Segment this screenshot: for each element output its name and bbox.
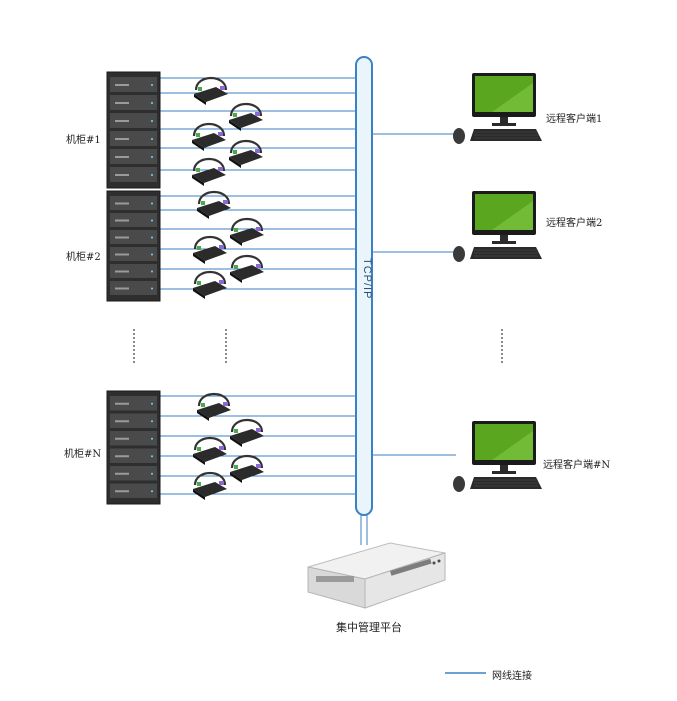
kvm-switch-icon — [192, 122, 226, 151]
platform-label: 集中管理平台 — [336, 621, 402, 634]
ellipsis-dot — [133, 349, 135, 351]
kvm-group — [192, 76, 264, 500]
ellipsis-dot — [501, 337, 503, 339]
kvm-switch-icon — [197, 392, 231, 421]
ellipsis-dot — [225, 361, 227, 363]
ellipsis-dot — [501, 349, 503, 351]
kvm-switch-icon — [193, 471, 227, 500]
ellipsis-dot — [225, 337, 227, 339]
ellipsis-dot — [133, 345, 135, 347]
client-label: 远程客户端1 — [546, 114, 603, 125]
ellipsis-dot — [225, 357, 227, 359]
kvm-switch-icon — [229, 139, 263, 168]
kvm-switch-icon — [230, 418, 264, 447]
ellipsis-dot — [133, 341, 135, 343]
bus-label: TCP/IP — [361, 258, 373, 300]
kvm-switch-icon — [230, 217, 264, 246]
ellipsis-dot — [225, 345, 227, 347]
ellipsis-dot — [133, 353, 135, 355]
cabinet-group — [106, 71, 161, 505]
client-label: 远程客户端2 — [546, 218, 603, 229]
ellipsis-dot — [133, 357, 135, 359]
kvm-switch-icon — [193, 436, 227, 465]
ellipsis-dots — [133, 329, 503, 363]
tcpip-bus — [355, 56, 373, 516]
ellipsis-dot — [225, 353, 227, 355]
desktop-computer-icon — [453, 421, 542, 492]
ellipsis-dot — [225, 341, 227, 343]
kvm-switch-icon — [229, 102, 263, 131]
client-group — [453, 73, 542, 492]
ellipsis-dot — [501, 329, 503, 331]
cabinet-label: 机柜#N — [64, 449, 102, 460]
server-rack-icon — [106, 390, 161, 505]
ellipsis-dot — [501, 333, 503, 335]
ellipsis-dot — [225, 349, 227, 351]
ellipsis-dot — [501, 345, 503, 347]
ellipsis-dot — [501, 357, 503, 359]
kvm-switch-icon — [230, 254, 264, 283]
server-rack-icon — [106, 71, 161, 189]
kvm-switch-icon — [193, 235, 227, 264]
ellipsis-dot — [225, 329, 227, 331]
cabinet-label: 机柜#2 — [66, 252, 101, 263]
kvm-switch-icon — [197, 190, 231, 219]
kvm-switch-icon — [193, 270, 227, 299]
ellipsis-dot — [133, 361, 135, 363]
legend-label: 网线连接 — [492, 671, 532, 682]
ellipsis-dot — [501, 361, 503, 363]
appliance-icon — [307, 542, 446, 609]
desktop-computer-icon — [453, 73, 542, 144]
desktop-computer-icon — [453, 191, 542, 262]
server-rack-icon — [106, 190, 161, 302]
ellipsis-dot — [501, 341, 503, 343]
kvm-switch-icon — [192, 157, 226, 186]
ellipsis-dot — [225, 333, 227, 335]
kvm-switch-icon — [230, 454, 264, 483]
ellipsis-dot — [133, 329, 135, 331]
client-label: 远程客户端#N — [543, 460, 611, 471]
ellipsis-dot — [501, 353, 503, 355]
ellipsis-dot — [133, 337, 135, 339]
kvm-switch-icon — [194, 76, 228, 105]
cabinet-label: 机柜#1 — [66, 135, 101, 146]
ellipsis-dot — [133, 333, 135, 335]
